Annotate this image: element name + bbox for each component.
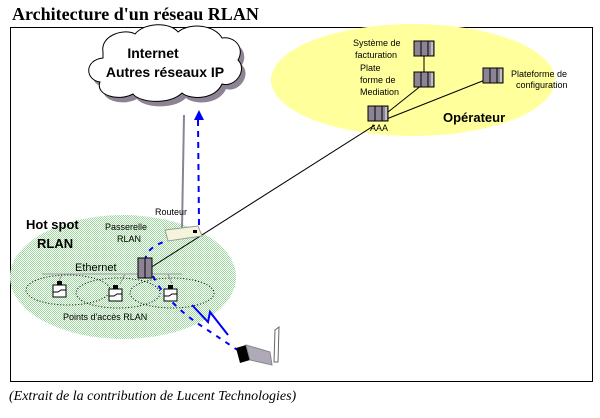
operator-zone-label: Opérateur	[443, 110, 505, 125]
router-label: Routeur	[155, 207, 187, 217]
gateway-label-line2: RLAN	[117, 234, 141, 244]
cloud-label-line1: Internet	[127, 45, 179, 61]
hotspot-label-line2: RLAN	[37, 236, 73, 251]
router-uplink	[181, 114, 185, 229]
cloud-label-line2: Autres réseaux IP	[106, 64, 224, 80]
link-config-aaa	[383, 77, 491, 121]
arrow-up-icon	[194, 110, 204, 120]
ethernet-label: Ethernet	[75, 262, 117, 274]
billing-label-line2: facturation	[355, 50, 397, 60]
source-caption: (Extrait de la contribution de Lucent Te…	[9, 389, 297, 404]
ap-coverage-2	[75, 277, 161, 309]
config-server-icon	[482, 67, 504, 84]
data-path	[144, 119, 246, 356]
aaa-server-icon	[367, 105, 389, 122]
billing-label-line1: Système de	[353, 38, 401, 48]
internet-cloud	[88, 24, 246, 107]
mediation-label-line2: forme de	[360, 75, 396, 85]
config-label-line1: Plateforme de	[511, 69, 567, 79]
wireless-link-icon	[191, 304, 229, 336]
access-points-label: Points d'accès RLAN	[63, 312, 147, 322]
hotspot-label-line1: Hot spot	[26, 217, 79, 232]
aaa-label: AAA	[370, 123, 388, 133]
link-hotspot-aaa	[149, 124, 376, 269]
gateway-server-icon	[137, 257, 153, 279]
diagram-frame	[10, 27, 593, 382]
mediation-label-line1: Plate	[360, 63, 381, 73]
gateway-label-line1: Passerelle	[105, 222, 147, 232]
ap-coverage-3	[129, 277, 215, 309]
page-title: Architecture d'un réseau RLAN	[12, 4, 259, 24]
operator-zone	[271, 24, 555, 136]
mediation-label-line3: Mediation	[360, 87, 399, 97]
wireless-card-icon	[236, 325, 280, 366]
mediation-server-icon	[413, 71, 435, 88]
config-label-line2: configuration	[516, 80, 568, 90]
router-icon	[164, 225, 203, 242]
billing-server-icon	[413, 40, 435, 57]
